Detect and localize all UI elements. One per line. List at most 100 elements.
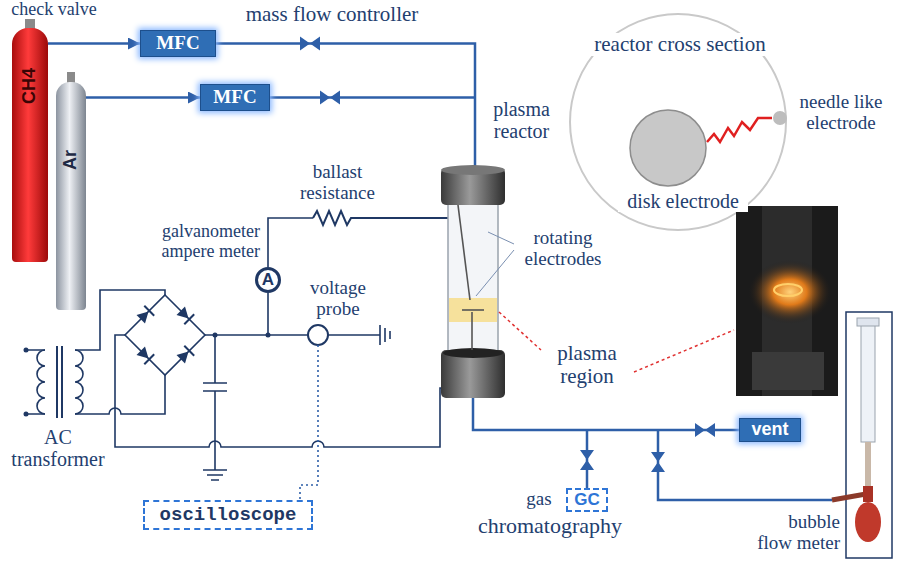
valve-symbol bbox=[695, 423, 715, 437]
diode-symbol bbox=[176, 306, 194, 324]
circuit-wire bbox=[203, 335, 227, 470]
cross-section bbox=[630, 110, 706, 186]
gas-line bbox=[200, 44, 475, 173]
vent-text: vent bbox=[751, 420, 788, 440]
bubble-flow-meter bbox=[865, 442, 871, 486]
diode-symbol bbox=[136, 306, 154, 324]
plasma-photo bbox=[748, 260, 832, 324]
valve-symbol bbox=[300, 37, 715, 473]
plasma-pointer bbox=[499, 312, 541, 350]
part-label: needle like electrode bbox=[790, 92, 892, 134]
circuit-wire bbox=[75, 375, 165, 414]
circuit-wire bbox=[57, 346, 62, 418]
part-label: AC transformer bbox=[4, 426, 112, 470]
circuit-wire bbox=[313, 211, 448, 225]
diode-symbol bbox=[137, 347, 153, 363]
terminal-dot bbox=[24, 348, 29, 353]
diode-symbol bbox=[144, 306, 154, 316]
diode-symbol bbox=[144, 354, 154, 364]
cylinder-text: Ar bbox=[61, 150, 81, 170]
diode-symbol bbox=[136, 346, 154, 364]
circuit-wire bbox=[115, 335, 442, 447]
bubble-flow-meter bbox=[863, 486, 873, 502]
part-label: check valve bbox=[4, 0, 104, 20]
mfc-box: MFC bbox=[200, 84, 270, 111]
plasma-reactor bbox=[441, 165, 505, 398]
gas-line-connector bbox=[86, 96, 200, 99]
bubble-flow-meter bbox=[855, 502, 881, 542]
gas-line bbox=[473, 394, 770, 430]
gas-line bbox=[250, 96, 475, 99]
bubble-flow-meter bbox=[857, 318, 879, 326]
mfc-text: MFC bbox=[213, 87, 256, 108]
circuit-wire bbox=[37, 350, 45, 414]
valve-symbol bbox=[300, 37, 320, 51]
circuit-wire bbox=[28, 211, 448, 480]
plasma-pointer bbox=[634, 330, 734, 372]
bubble-flow-meter bbox=[832, 312, 892, 558]
terminal-dot bbox=[24, 412, 29, 417]
part-label: reactor cross section bbox=[585, 33, 775, 56]
signal-line bbox=[300, 345, 318, 500]
plasma-reactor bbox=[449, 298, 497, 322]
oscilloscope-text: oscilloscope bbox=[160, 505, 297, 526]
diode-symbol bbox=[176, 346, 194, 364]
gas-cylinder: CH4 bbox=[12, 28, 48, 262]
gas-cylinder: Ar bbox=[56, 82, 86, 310]
gc-box: GC bbox=[566, 488, 608, 512]
bubble-flow-meter bbox=[846, 312, 892, 558]
valve-symbol bbox=[580, 450, 594, 470]
terminal-dot bbox=[266, 333, 271, 338]
plasma-photo bbox=[774, 284, 802, 296]
plasma-photo bbox=[752, 352, 824, 390]
part-label: ballast resistance bbox=[290, 162, 385, 204]
ammeter-symbol: A bbox=[255, 267, 281, 293]
cylinder-text: CH4 bbox=[20, 68, 40, 104]
mfc-box: MFC bbox=[140, 30, 216, 57]
part-label: galvanometer ampere meter bbox=[150, 222, 260, 262]
ammeter-text: A bbox=[262, 271, 274, 290]
plasma-photo bbox=[736, 206, 838, 396]
circuit-wire bbox=[75, 290, 165, 350]
part-label: plasma region bbox=[544, 342, 630, 388]
mfc-text: MFC bbox=[156, 33, 199, 54]
rotating-electrode bbox=[462, 309, 484, 311]
circuit-wire bbox=[125, 295, 205, 375]
gc-text: GC bbox=[574, 491, 600, 510]
rotating-electrode bbox=[458, 205, 470, 300]
leader-line bbox=[488, 232, 514, 244]
rotating-electrode bbox=[471, 312, 473, 350]
circuit-wire bbox=[380, 325, 390, 345]
part-label: chromatography bbox=[460, 514, 640, 538]
plasma-photo bbox=[736, 206, 838, 396]
terminal-dot bbox=[213, 333, 218, 338]
cross-section bbox=[570, 14, 787, 230]
part-label: bubble flow meter bbox=[752, 512, 840, 554]
part-label: disk electrode bbox=[618, 190, 748, 212]
circuit-wire bbox=[28, 350, 45, 414]
diode-symbol bbox=[136, 306, 194, 364]
part-label: gas bbox=[522, 489, 556, 510]
diode-symbol bbox=[137, 307, 153, 323]
bubble-flow-meter bbox=[861, 324, 875, 442]
diode-symbol bbox=[177, 347, 193, 363]
plasma-reactor bbox=[443, 348, 503, 358]
cross-section bbox=[570, 14, 786, 230]
diode-symbol bbox=[184, 314, 194, 324]
cross-section bbox=[773, 111, 787, 125]
leader-line bbox=[476, 232, 514, 296]
vent-box: vent bbox=[739, 418, 801, 442]
valve-symbol bbox=[320, 91, 340, 105]
bubble-flow-meter bbox=[832, 494, 866, 500]
gas-line-connector bbox=[48, 42, 140, 45]
terminal-dot bbox=[24, 333, 271, 417]
part-label: rotating electrodes bbox=[517, 228, 609, 270]
part-label: voltage probe bbox=[298, 278, 378, 320]
valve-symbol bbox=[651, 452, 665, 472]
circuit-wire bbox=[75, 350, 83, 414]
cross-section bbox=[707, 118, 772, 142]
plasma-reactor bbox=[441, 165, 505, 175]
